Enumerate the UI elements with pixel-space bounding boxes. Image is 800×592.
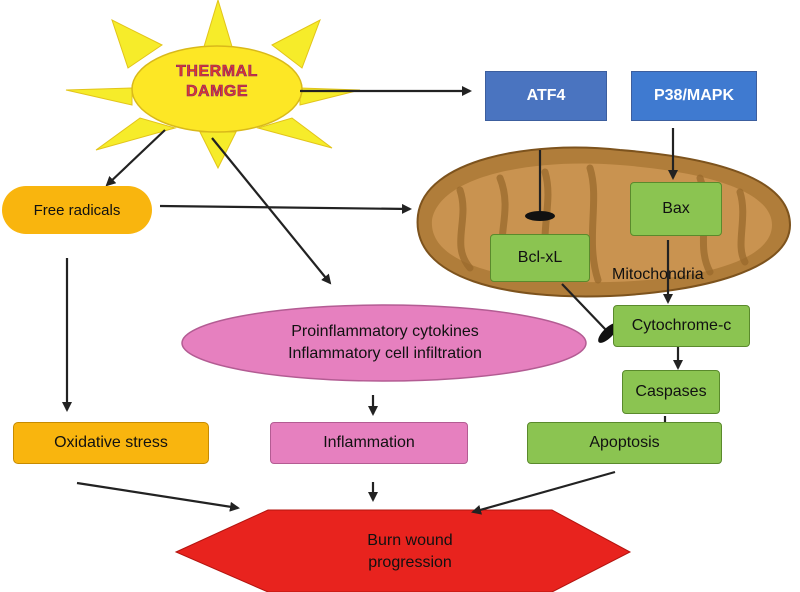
inhibit-bar-atf4 <box>525 211 555 221</box>
arrow-thermal-to-cytokines <box>211 137 332 285</box>
caspases-box: Caspases <box>622 370 720 414</box>
apoptosis-box: Apoptosis <box>527 422 722 464</box>
arrow-free-radicals-to-mitochondria <box>159 203 412 214</box>
oxidative-stress-box: Oxidative stress <box>13 422 209 464</box>
arrow-apoptosis-to-burn <box>471 470 616 515</box>
burn-hexagon <box>174 509 632 592</box>
arrow-oxidative-to-burn <box>76 481 240 512</box>
inhibit-bclxl-to-cytochrome <box>561 283 607 331</box>
p38-mapk-box: P38/MAPK <box>631 71 757 121</box>
atf4-box: ATF4 <box>485 71 607 121</box>
inflammation-box: Inflammation <box>270 422 468 464</box>
cytokines-ellipse <box>181 304 587 382</box>
sun-icon <box>65 0 361 170</box>
arrow-thermal-to-free-radicals <box>105 129 166 187</box>
bcl-xl-box: Bcl-xL <box>490 234 590 282</box>
mitochondrion-organelle <box>416 146 792 298</box>
cytochrome-c-box: Cytochrome-c <box>613 305 750 347</box>
inhibit-bar-bclxl <box>598 323 618 343</box>
thermal-damage-label: THERMAL DAMGE <box>176 63 258 101</box>
cytokines-label: Proinflammatory cytokines Inflammatory c… <box>288 323 482 362</box>
burn-wound-label: Burn wound progression <box>367 532 453 571</box>
mitochondria-label: Mitochondria <box>612 266 704 283</box>
free-radicals-node: Free radicals <box>2 186 152 234</box>
bax-box: Bax <box>630 182 722 236</box>
